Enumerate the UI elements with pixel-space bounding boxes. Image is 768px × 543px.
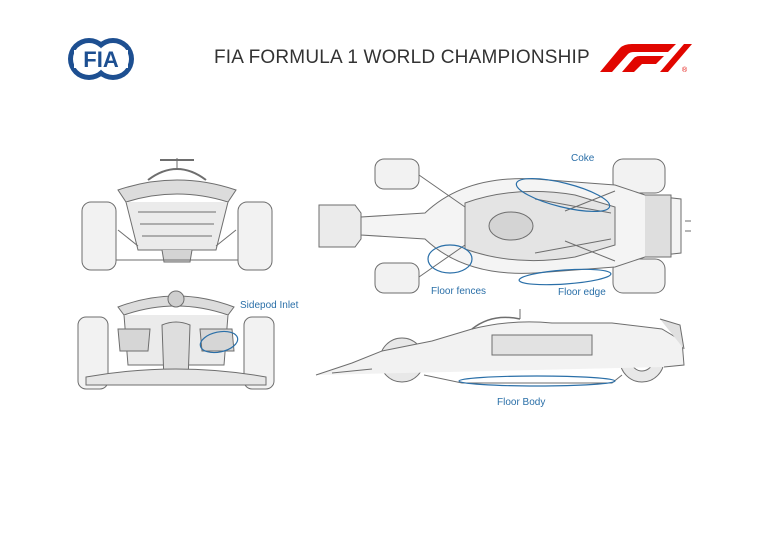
callout-sidepod-inlet: Sidepod Inlet — [240, 300, 299, 311]
callout-floor-body: Floor Body — [497, 397, 546, 408]
callout-floor-fences: Floor fences — [431, 286, 487, 297]
top-view-drawing — [318, 158, 691, 294]
callout-floor-edge: Floor edge — [558, 287, 606, 298]
registered-mark: ® — [682, 66, 688, 74]
fia-logo-icon: FIA — [68, 38, 134, 80]
f1-logo-icon: F1 ® — [600, 44, 692, 74]
callout-coke: Coke — [571, 153, 595, 164]
page-title: FIA FORMULA 1 WORLD CHAMPIONSHIP — [214, 47, 590, 68]
rear-view-drawing — [81, 158, 273, 271]
front-view-drawing — [77, 290, 275, 390]
side-view-drawing — [315, 309, 685, 387]
fia-logo-text: FIA — [83, 47, 119, 72]
